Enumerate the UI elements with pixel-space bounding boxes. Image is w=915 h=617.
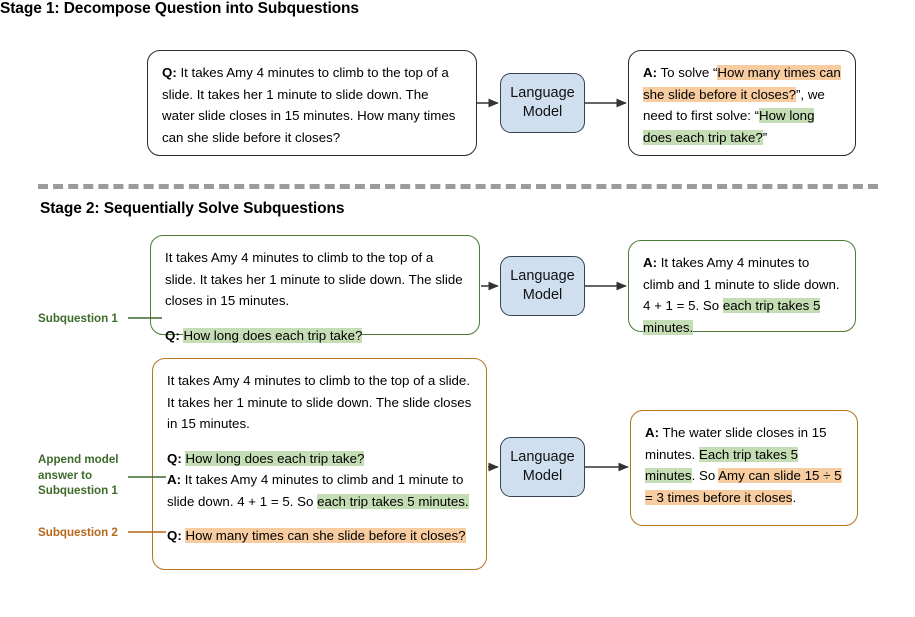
stage2-answer1-box: A: It takes Amy 4 minutes to climb and 1… xyxy=(628,240,856,335)
a-label: A: xyxy=(643,65,658,80)
stage1-answer-text: A: To solve “How many times can she slid… xyxy=(643,65,841,145)
prompt1-question: Q: How long does each trip take? xyxy=(165,327,363,343)
stage1-question-box: Q: It takes Amy 4 minutes to climb to th… xyxy=(147,50,477,156)
q-label: Q: xyxy=(162,65,177,80)
prompt2-question1: Q: How long does each trip take? xyxy=(167,450,365,466)
prompt2-question2: Q: How many times can she slide before i… xyxy=(167,528,466,543)
answer1-text: A: It takes Amy 4 minutes to climb and 1… xyxy=(643,255,840,335)
prompt2-answer1: A: It takes Amy 4 minutes to climb and 1… xyxy=(167,472,469,509)
stage1-question-text: Q: It takes Amy 4 minutes to climb to th… xyxy=(162,65,456,145)
label-subquestion-2: Subquestion 2 xyxy=(38,526,118,539)
label-append-model-answer: Append model answer to Subquestion 1 xyxy=(38,453,119,497)
stage1-title: Stage 1: Decompose Question into Subques… xyxy=(0,0,359,17)
stage2-prompt2-box: It takes Amy 4 minutes to climb to the t… xyxy=(152,358,487,570)
stage-divider xyxy=(38,184,878,189)
highlight-green-answer1: each trip takes 5 minutes. xyxy=(317,493,469,509)
prompt2-context: It takes Amy 4 minutes to climb to the t… xyxy=(167,373,472,431)
stage2-title: Stage 2: Sequentially Solve Subquestions xyxy=(40,200,345,217)
highlight-green-subquestion1: How long does each trip take? xyxy=(185,450,365,466)
highlight-orange-subquestion2: How many times can she slide before it c… xyxy=(185,528,466,543)
label-subquestion-1: Subquestion 1 xyxy=(38,312,118,325)
stage2-prompt1-box: It takes Amy 4 minutes to climb to the t… xyxy=(150,235,480,343)
prompt1-context: It takes Amy 4 minutes to climb to the t… xyxy=(165,250,463,308)
highlight-green-subquestion1: How long does each trip take? xyxy=(183,327,363,343)
answer2-text: A: The water slide closes in 15 minutes.… xyxy=(645,425,842,505)
stage1-answer-box: A: To solve “How many times can she slid… xyxy=(628,50,856,156)
stage2-answer2-box: A: The water slide closes in 15 minutes.… xyxy=(630,410,858,526)
